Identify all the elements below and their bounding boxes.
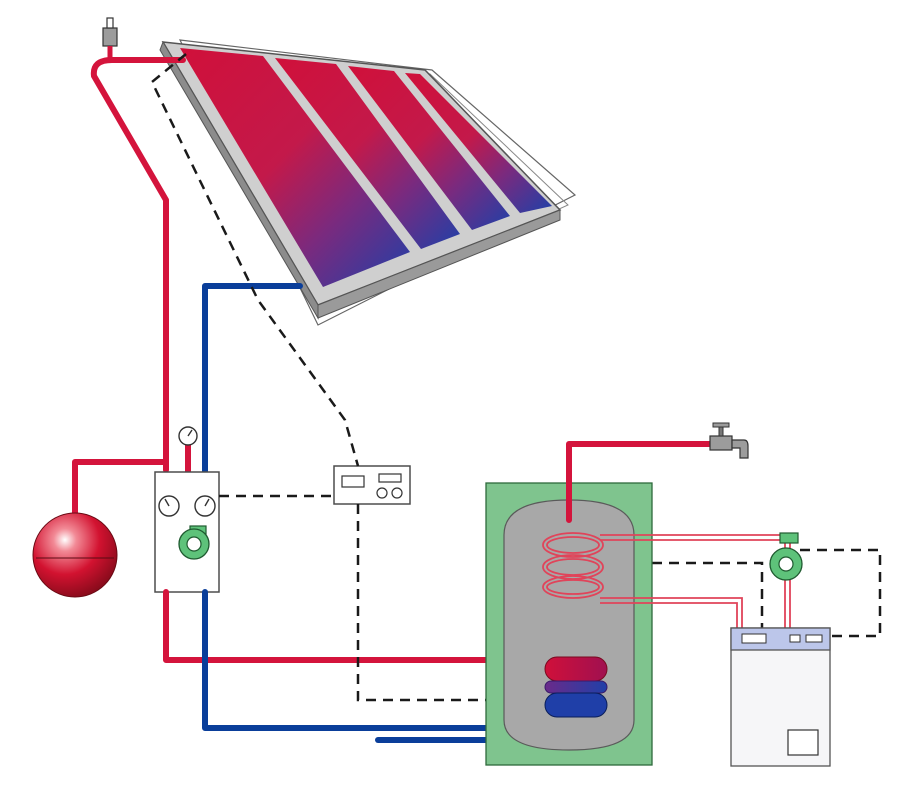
cold-return-pipe-collector bbox=[202, 283, 303, 475]
auxiliary-heater-coil bbox=[542, 532, 604, 599]
absorber-strip-2 bbox=[275, 58, 460, 249]
hot-water-tap-icon bbox=[709, 422, 749, 459]
boiler-display bbox=[741, 633, 767, 644]
hot-pipe-to-tank bbox=[163, 589, 563, 663]
expansion-vessel-pipe bbox=[72, 459, 169, 518]
air-vent-icon bbox=[102, 17, 118, 60]
auxiliary-boiler bbox=[730, 627, 831, 767]
pump-station bbox=[154, 426, 220, 593]
control-line-boiler bbox=[800, 548, 882, 638]
expansion-vessel bbox=[32, 512, 118, 598]
absorber-strip-4 bbox=[405, 73, 552, 213]
controller-display bbox=[341, 475, 365, 488]
hot-water-storage-tank bbox=[485, 482, 653, 766]
cold-pipe-from-tank bbox=[202, 589, 563, 731]
sensor-line-tank bbox=[356, 504, 500, 702]
hot-supply-pipe-collector bbox=[90, 57, 186, 473]
control-wiring bbox=[150, 53, 882, 702]
solar-collector bbox=[159, 39, 577, 326]
solar-controller bbox=[333, 465, 411, 505]
solar-pump-icon bbox=[178, 525, 210, 560]
sensor-line-collector bbox=[150, 53, 360, 467]
boiler-access-hatch bbox=[787, 729, 819, 756]
boiler-circulation-pump-icon bbox=[769, 532, 803, 581]
aux-return-pipe bbox=[600, 597, 743, 628]
controller-knob-right-icon bbox=[391, 487, 403, 499]
controller-knob-left-icon bbox=[376, 487, 388, 499]
controller-indicator bbox=[378, 473, 402, 483]
absorber-strip-3 bbox=[348, 66, 510, 230]
boiler-button-right bbox=[805, 634, 823, 643]
solar-heat-exchanger-coil bbox=[544, 656, 608, 718]
collector-frame-bottom bbox=[317, 209, 561, 319]
aux-return-pipe-inner bbox=[600, 602, 738, 628]
absorber-strip-1 bbox=[180, 48, 410, 287]
hot-water-outlet-pipe bbox=[566, 441, 715, 523]
control-line-boiler-pump bbox=[652, 561, 764, 630]
boiler-button-left bbox=[789, 634, 801, 643]
